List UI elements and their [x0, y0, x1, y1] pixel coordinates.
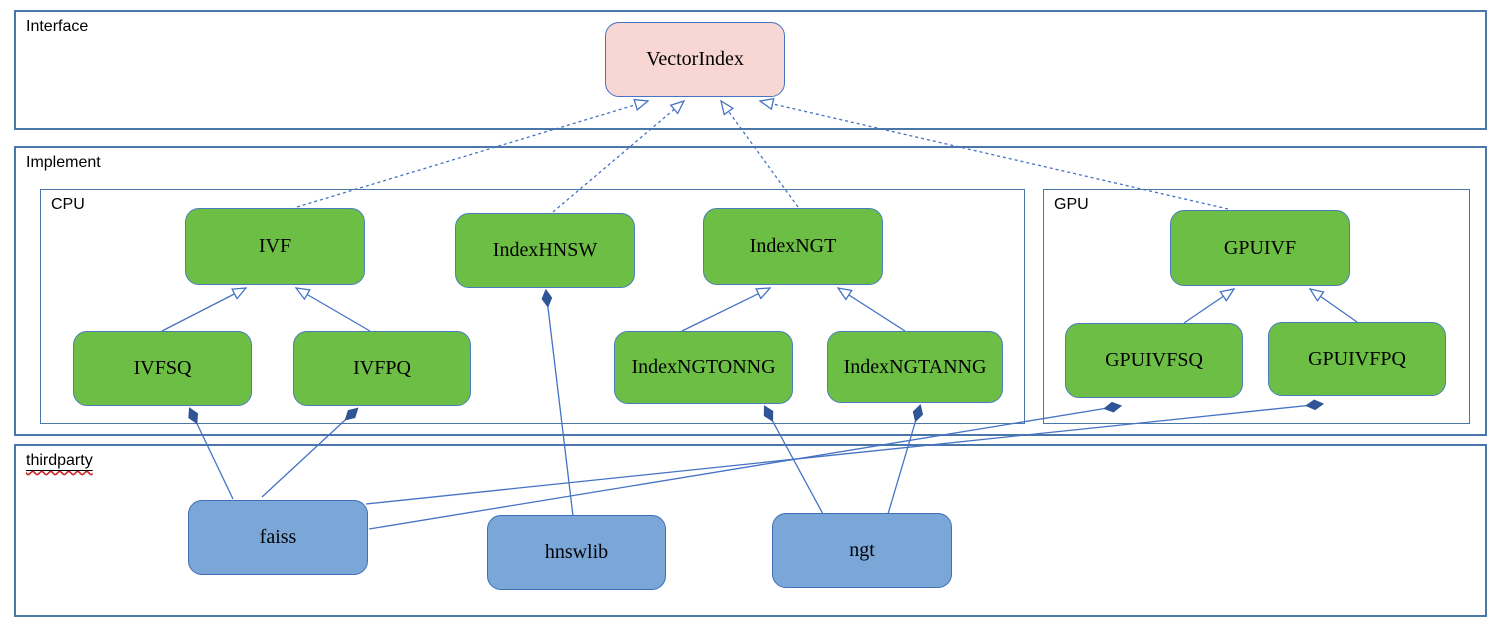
node-ivfpq: IVFPQ: [293, 331, 471, 406]
section-cpu-label: CPU: [51, 196, 85, 213]
section-thirdparty-label: thirdparty: [26, 452, 93, 469]
section-interface-label: Interface: [26, 18, 89, 35]
node-indexngt: IndexNGT: [703, 208, 883, 285]
node-faiss: faiss: [188, 500, 368, 575]
node-gpuivfsq: GPUIVFSQ: [1065, 323, 1243, 398]
node-indexngtanng: IndexNGTANNG: [827, 331, 1003, 403]
section-implement-label: Implement: [26, 154, 101, 171]
node-vectorindex: VectorIndex: [605, 22, 785, 97]
node-hnswlib: hnswlib: [487, 515, 666, 590]
node-ivf: IVF: [185, 208, 365, 285]
node-indexngtonng: IndexNGTONNG: [614, 331, 793, 404]
node-ngt: ngt: [772, 513, 952, 588]
node-gpuivf: GPUIVF: [1170, 210, 1350, 286]
node-ivfsq: IVFSQ: [73, 331, 252, 406]
node-indexhnsw: IndexHNSW: [455, 213, 635, 288]
section-gpu-label: GPU: [1054, 196, 1089, 213]
node-gpuivfpq: GPUIVFPQ: [1268, 322, 1446, 396]
